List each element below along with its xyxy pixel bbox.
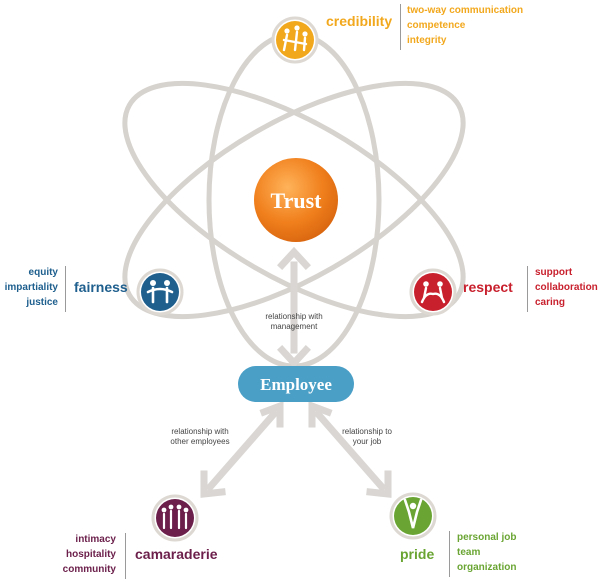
respect-items: support collaboration caring [535,265,598,310]
trust-sphere [254,158,338,242]
orbit-left [122,80,466,320]
group-people-icon [151,494,199,542]
camaraderie-item: hospitality [65,549,116,560]
respect-separator [527,266,528,312]
relationship-employees-label: relationship with other employees [150,427,250,447]
credibility-label: credibility [326,13,393,29]
fairness-label: fairness [74,279,128,295]
pride-label: pride [400,546,435,562]
relationship-management-label: relationship with management [244,312,344,332]
person-cheering-icon [389,492,437,540]
respect-item: support [535,267,573,278]
camaraderie-label: camaraderie [135,546,218,562]
arrow-head-employees-top [259,400,284,428]
relationship-management-line: management [270,322,318,331]
fairness-separator [65,266,66,312]
pride-item: organization [457,562,517,573]
pride-item: team [457,547,481,558]
relationship-job-line: relationship to [342,427,392,436]
two-people-icon [136,268,184,316]
employee-pill [238,366,354,402]
credibility-item: competence [407,20,466,31]
arrow-head-management-bottom [277,345,311,369]
camaraderie-item: community [62,564,116,575]
respect-item: caring [535,297,566,308]
relationship-arrows [200,246,392,498]
arrow-shaft-job [313,409,387,492]
credibility-separator [400,4,401,50]
pride-separator [449,531,450,577]
credibility-item: integrity [407,35,447,46]
arrow-head-employees-bottom [200,470,226,498]
fairness-items: equity impartiality justice [2,265,58,310]
team-huddle-icon [271,16,319,64]
arrow-head-job-top [308,400,333,428]
relationship-management-line: relationship with [265,312,323,321]
pride-item: personal job [457,532,517,543]
relationship-job-label: relationship to your job [322,427,412,447]
camaraderie-items: intimacy hospitality community [50,532,116,577]
fairness-item: justice [26,297,58,308]
respect-label: respect [463,279,513,295]
fairness-item: impartiality [4,282,58,293]
relationship-job-line: your job [352,437,382,446]
fairness-item: equity [28,267,58,278]
trust-label: Trust [271,188,323,213]
camaraderie-separator [125,533,126,579]
credibility-item: two-way communication [407,5,524,16]
pride-items: personal job team organization [457,530,516,575]
arrow-head-job-bottom [366,470,392,498]
orbit-right [122,80,466,320]
helping-hands-icon [409,268,457,316]
respect-item: collaboration [535,282,598,293]
relationship-employees-line: relationship with [171,427,229,436]
employee-label: Employee [260,375,332,394]
credibility-items: two-way communication competence integri… [407,3,523,48]
relationship-employees-line: other employees [170,437,230,446]
camaraderie-item: intimacy [75,534,116,545]
arrow-shaft-employees [205,409,279,492]
arrow-head-management-top [277,246,311,270]
